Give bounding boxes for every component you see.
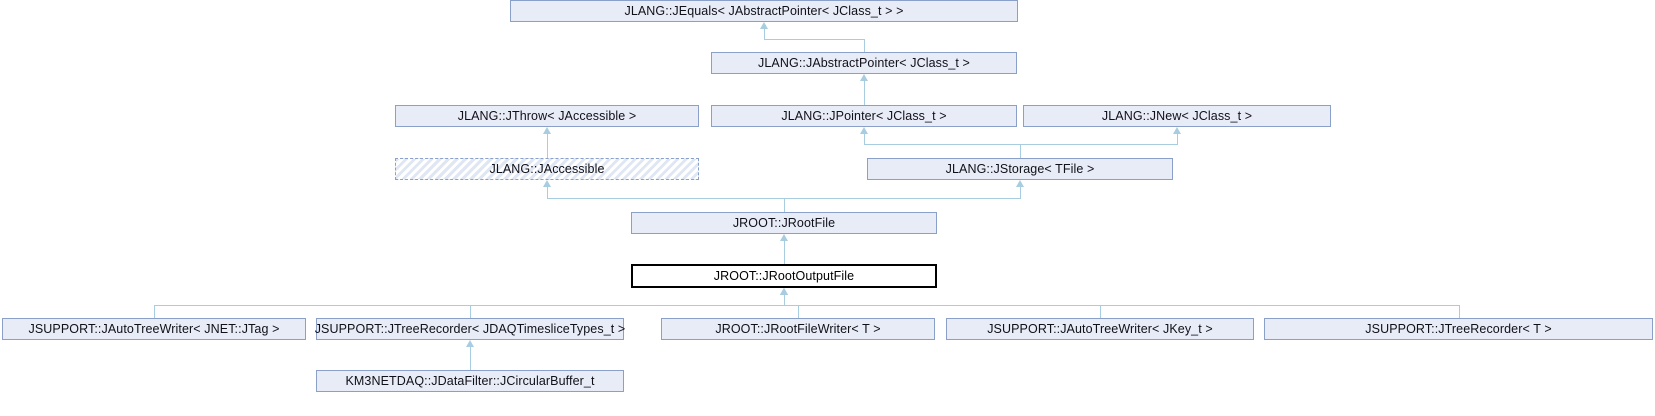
class-node-label: JROOT::JRootFileWriter< T > <box>715 321 881 336</box>
inheritance-arrow-jrootfile-to-jstorage <box>1016 180 1024 187</box>
class-node-jcircularbuffer[interactable]: KM3NETDAQ::JDataFilter::JCircularBuffer_… <box>316 370 624 392</box>
edge-line-jrootfile-riser <box>784 198 785 212</box>
edge-line-jpointer-drop <box>864 134 865 144</box>
edge-line-jrootfile-span <box>784 198 1021 199</box>
inheritance-arrow-jaccessible-to-jthrow <box>543 127 551 134</box>
edge-line-jrootoutputfile-drop <box>784 295 785 305</box>
inheritance-arrow-jpointer-to-jabstractptr <box>860 74 868 81</box>
edge-line-jstorage-span <box>864 144 1021 145</box>
class-node-label: JROOT::JRootOutputFile <box>713 268 855 283</box>
class-node-jaccessible[interactable]: JLANG::JAccessible <box>395 158 699 180</box>
class-node-jautotreewriter_jtag[interactable]: JSUPPORT::JAutoTreeWriter< JNET::JTag > <box>2 318 306 340</box>
edge-line-jstorage-span <box>1020 144 1178 145</box>
class-node-label: JLANG::JStorage< TFile > <box>945 161 1095 176</box>
edge-line-jabstractptr-riser <box>864 39 865 52</box>
inheritance-arrow-jabstractptr-to-jequals <box>760 22 768 29</box>
class-node-label: JLANG::JEquals< JAbstractPointer< JClass… <box>624 3 904 18</box>
edge-line-jnew-drop <box>1177 134 1178 144</box>
edge-line-jaccessible-to-jthrow <box>547 134 548 158</box>
class-node-label: JLANG::JAbstractPointer< JClass_t > <box>758 55 970 70</box>
class-node-label: JLANG::JThrow< JAccessible > <box>457 108 637 123</box>
edge-line-jpointer-to-jabstractptr <box>864 81 865 105</box>
class-node-jpointer[interactable]: JLANG::JPointer< JClass_t > <box>711 105 1017 127</box>
class-node-jstorage[interactable]: JLANG::JStorage< TFile > <box>867 158 1173 180</box>
inheritance-arrow-jcircularbuffer-to-jtreerecorder_jdaq <box>466 340 474 347</box>
class-node-jautotreewriter_jkey[interactable]: JSUPPORT::JAutoTreeWriter< JKey_t > <box>946 318 1254 340</box>
edge-line-jtreerecorder_t-span <box>784 305 1460 306</box>
class-node-label: JSUPPORT::JAutoTreeWriter< JKey_t > <box>987 321 1213 336</box>
edge-line-jautotreewriter_jtag-riser <box>154 305 155 318</box>
edge-line-jcircularbuffer-to-jtreerecorder_jdaq <box>470 347 471 370</box>
edge-line-jautotreewriter_jtag-span <box>154 305 785 306</box>
inheritance-arrow-jrootfile-to-jaccessible <box>543 180 551 187</box>
inheritance-arrow-jstorage-to-jnew <box>1173 127 1181 134</box>
edge-line-jtreerecorder_jdaq-span <box>470 305 785 306</box>
class-node-jabstractptr[interactable]: JLANG::JAbstractPointer< JClass_t > <box>711 52 1017 74</box>
class-node-jnew[interactable]: JLANG::JNew< JClass_t > <box>1023 105 1331 127</box>
class-node-label: JLANG::JPointer< JClass_t > <box>781 108 947 123</box>
class-node-jtreerecorder_jdaq[interactable]: JSUPPORT::JTreeRecorder< JDAQTimesliceTy… <box>315 318 625 340</box>
class-node-label: JSUPPORT::JTreeRecorder< JDAQTimesliceTy… <box>314 321 626 336</box>
edge-line-jrootfilewriter-riser <box>798 305 799 318</box>
edge-line-jrootfile-span <box>547 198 785 199</box>
class-node-jrootfile[interactable]: JROOT::JRootFile <box>631 212 937 234</box>
class-node-jthrow[interactable]: JLANG::JThrow< JAccessible > <box>395 105 699 127</box>
class-node-jrootoutputfile[interactable]: JROOT::JRootOutputFile <box>631 264 937 288</box>
edge-line-jstorage-riser <box>1020 144 1021 158</box>
edge-line-jstorage-drop <box>1020 187 1021 198</box>
class-node-label: JROOT::JRootFile <box>732 215 836 230</box>
class-node-label: JSUPPORT::JAutoTreeWriter< JNET::JTag > <box>28 321 280 336</box>
class-node-label: JLANG::JAccessible <box>489 161 605 176</box>
class-node-jtreerecorder_t[interactable]: JSUPPORT::JTreeRecorder< T > <box>1264 318 1653 340</box>
edge-line-jrootoutputfile-to-jrootfile <box>784 241 785 264</box>
class-node-label: KM3NETDAQ::JDataFilter::JCircularBuffer_… <box>345 373 595 388</box>
inheritance-arrow-jtreerecorder_t-to-jrootoutputfile <box>780 288 788 295</box>
class-node-label: JSUPPORT::JTreeRecorder< T > <box>1365 321 1552 336</box>
edge-line-jtreerecorder_jdaq-riser <box>470 305 471 318</box>
edge-line-jequals-drop <box>764 29 765 39</box>
class-node-jrootfilewriter[interactable]: JROOT::JRootFileWriter< T > <box>661 318 935 340</box>
inheritance-arrow-jstorage-to-jpointer <box>860 127 868 134</box>
inheritance-arrow-jrootoutputfile-to-jrootfile <box>780 234 788 241</box>
edge-line-jabstractptr-span <box>764 39 865 40</box>
class-node-label: JLANG::JNew< JClass_t > <box>1101 108 1253 123</box>
edge-line-jtreerecorder_t-riser <box>1459 305 1460 318</box>
edge-line-jautotreewriter_jkey-riser <box>1100 305 1101 318</box>
class-node-jequals[interactable]: JLANG::JEquals< JAbstractPointer< JClass… <box>510 0 1018 22</box>
edge-line-jaccessible-drop <box>547 187 548 198</box>
